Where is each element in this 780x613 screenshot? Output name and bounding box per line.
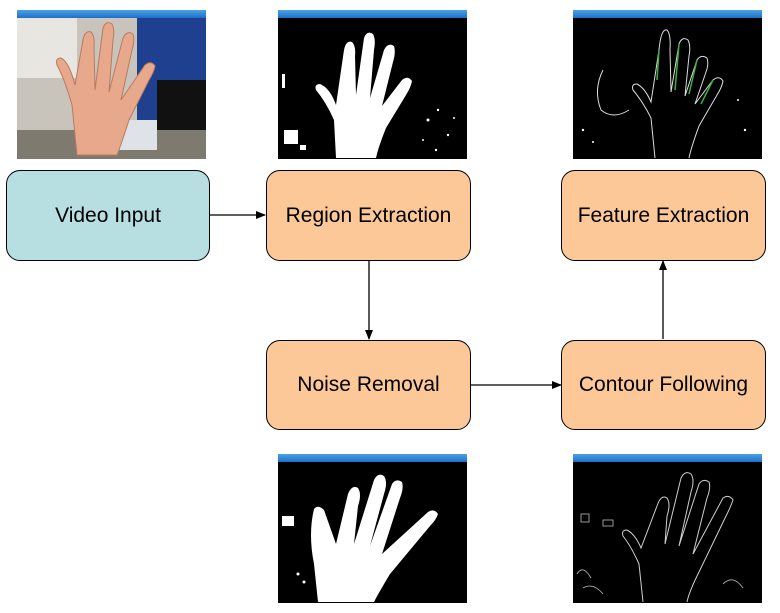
window-titlebar	[278, 10, 467, 18]
feature-extraction-node: Feature Extraction	[561, 170, 766, 261]
contour-following-node: Contour Following	[561, 340, 766, 430]
contour-following-label: Contour Following	[578, 373, 749, 396]
video-input-node: Video Input	[6, 170, 210, 261]
denoised-mask-image	[278, 462, 467, 603]
denoised-mask-thumbnail	[278, 454, 467, 603]
region-mask-image	[278, 18, 467, 159]
noise-removal-node: Noise Removal	[266, 340, 471, 430]
window-titlebar	[573, 454, 762, 462]
window-titlebar	[278, 454, 467, 462]
feature-contour-thumbnail	[573, 10, 762, 159]
video-frame-thumbnail	[17, 10, 206, 159]
video-input-label: Video Input	[55, 203, 161, 227]
contour-image-thumbnail	[573, 454, 762, 603]
feature-contour-image	[573, 18, 762, 159]
region-extraction-label: Region Extraction	[285, 203, 452, 227]
feature-extraction-label: Feature Extraction	[577, 203, 750, 227]
window-titlebar	[573, 10, 762, 18]
noise-removal-label: Noise Removal	[297, 373, 440, 396]
hand-photo-image	[17, 18, 206, 159]
region-extraction-node: Region Extraction	[266, 170, 471, 261]
window-titlebar	[17, 10, 206, 18]
region-mask-thumbnail	[278, 10, 467, 159]
contour-image	[573, 462, 762, 603]
